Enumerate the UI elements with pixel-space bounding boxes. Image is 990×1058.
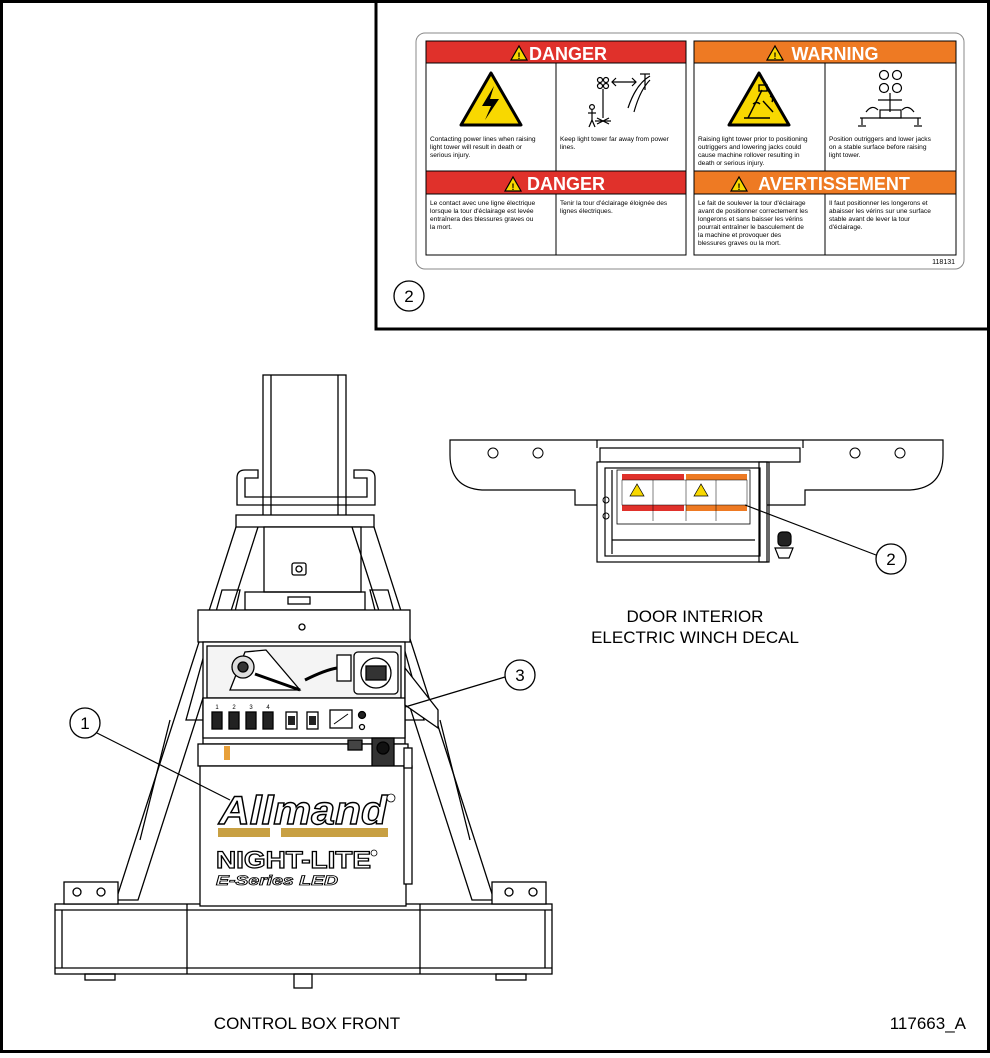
panel-text-line: Le contact avec une ligne électrique xyxy=(430,200,536,207)
panel-text-line: lorsque la tour d'éclairage est levée xyxy=(430,208,534,215)
light-tower-drawing xyxy=(54,374,553,989)
panel-text-line: outriggers and lowering jacks could xyxy=(698,144,801,151)
panel-text-danger-en: Contacting power lines when raising ligh… xyxy=(430,136,537,159)
winch-handle xyxy=(229,649,302,692)
panel-text-line: abaisser les vérins sur une surface xyxy=(829,208,931,215)
door-interior-caption: DOOR INTERIOR xyxy=(627,607,764,626)
callout-2-door: 2 xyxy=(875,543,907,575)
panel-text-line: Position outriggers and lower jacks xyxy=(829,136,932,143)
callout-number: 2 xyxy=(886,550,895,569)
decal-inset: ! ! ! ! DANGER WARNING DANGER AVERTISSEM… xyxy=(374,2,988,331)
panel-text-line: Le fait de soulever la tour d'éclairage xyxy=(698,200,806,207)
svg-text:!: ! xyxy=(518,51,521,61)
callout-number: 3 xyxy=(515,666,524,685)
product-name: NIGHT-LITE xyxy=(216,847,371,874)
decal-outline xyxy=(415,32,965,270)
outrigger-jacks-icon xyxy=(858,69,922,127)
door-decal-miniature xyxy=(616,469,751,525)
alert-triangle-icon: ! xyxy=(765,44,785,61)
svg-text:!: ! xyxy=(512,182,515,192)
svg-text:!: ! xyxy=(738,182,741,192)
panel-text-line: d'éclairage. xyxy=(829,224,863,231)
panel-text-clearance-en: Keep light tower far away from power lin… xyxy=(560,136,671,151)
switch-labels: 1 2 3 4 xyxy=(215,705,270,711)
panel-text-line: Raising light tower prior to positioning xyxy=(698,136,808,143)
alert-triangle-icon: ! xyxy=(729,175,749,192)
leader-line-3 xyxy=(404,676,506,708)
panel-text-line: serious injury. xyxy=(430,152,470,159)
panel-text-outriggers-en: Position outriggers and lower jacks on a… xyxy=(829,136,933,159)
panel-text-line: Contacting power lines when raising xyxy=(430,136,536,143)
danger-fr-header: DANGER xyxy=(527,174,605,194)
switch-label: 2 xyxy=(232,705,236,711)
panel-text-avertissement-fr: Le fait de soulever la tour d'éclairage … xyxy=(698,200,810,247)
leader-line-2 xyxy=(744,504,877,556)
leader-lines xyxy=(94,504,877,801)
avertissement-header: AVERTISSEMENT xyxy=(758,174,910,194)
panel-text-line: pourrait entraîner le basculement de xyxy=(698,224,804,231)
panel-text-danger-fr: Le contact avec une ligne électrique lor… xyxy=(430,200,537,231)
panel-text-line: Tenir la tour d'éclairage éloignée des xyxy=(560,200,668,207)
panel-text-line: avant de positionner correctement les xyxy=(698,208,809,215)
panel-text-line: Il faut positionner les longerons et xyxy=(829,200,928,207)
switch-label: 3 xyxy=(249,705,253,711)
panel-text-line: on a stable surface before raising xyxy=(829,144,927,151)
switch-label: 4 xyxy=(266,705,270,711)
panel-text-line: death or serious injury. xyxy=(698,160,764,167)
product-series: E-Series LED xyxy=(216,872,338,888)
svg-text:!: ! xyxy=(774,51,777,61)
breaker-switches xyxy=(211,711,319,730)
control-box: 1 2 3 4 xyxy=(197,609,439,907)
callout-3: 3 xyxy=(504,659,536,691)
panel-text-line: lines. xyxy=(560,144,576,151)
panel-text-clearance-fr: Tenir la tour d'éclairage éloignée des l… xyxy=(560,200,669,215)
panel-text-warning-en: Raising light tower prior to positioning… xyxy=(698,136,809,167)
panel-text-line: lignes électriques. xyxy=(560,208,613,215)
panel-text-outriggers-fr: Il faut positionner les longerons et aba… xyxy=(829,200,933,231)
tower-rollover-hazard-icon xyxy=(727,71,791,127)
warning-header: WARNING xyxy=(792,44,879,64)
callout-number: 1 xyxy=(80,714,89,733)
power-outlet xyxy=(304,651,399,695)
decal-part-number: 118131 xyxy=(932,259,955,266)
allmand-logo: Allmand NIGHT-LITE E-Series LED xyxy=(215,788,396,888)
panel-text-line: la mort. xyxy=(430,224,452,231)
callout-number: 2 xyxy=(404,287,413,306)
panel-text-line: la machine et provoquer des xyxy=(698,232,782,239)
panel-text-line: stable avant de lever la tour xyxy=(829,216,911,223)
panel-text-line: longerons et sans baisser les vérins xyxy=(698,216,804,223)
leader-line-1 xyxy=(94,731,231,801)
control-box-front-caption: CONTROL BOX FRONT xyxy=(214,1014,400,1033)
callout-2-inset: 2 xyxy=(393,280,425,312)
panel-text-line: Keep light tower far away from power xyxy=(560,136,670,143)
panel-text-line: light tower will result in death or xyxy=(430,144,523,151)
logo-gold-bar xyxy=(218,828,270,837)
switch-label: 1 xyxy=(215,705,219,711)
panel-text-line: light tower. xyxy=(829,152,861,159)
alert-triangle-icon: ! xyxy=(509,44,529,61)
panel-text-line: blessures graves ou la mort. xyxy=(698,240,781,247)
electric-winch-decal-caption: ELECTRIC WINCH DECAL xyxy=(591,628,799,647)
panel-text-line: cause machine rollover resulting in xyxy=(698,152,800,159)
danger-header: DANGER xyxy=(529,44,607,64)
logo-gold-bar xyxy=(281,828,388,837)
power-line-clearance-icon xyxy=(588,73,651,128)
brand-logo-text: Allmand xyxy=(218,789,389,833)
panel-text-line: entraînera des blessures graves ou xyxy=(430,216,534,223)
drawing-number: 117663_A xyxy=(890,1014,967,1033)
alert-triangle-icon: ! xyxy=(503,175,523,192)
callout-1: 1 xyxy=(69,707,101,739)
electric-shock-hazard-icon xyxy=(459,71,523,127)
